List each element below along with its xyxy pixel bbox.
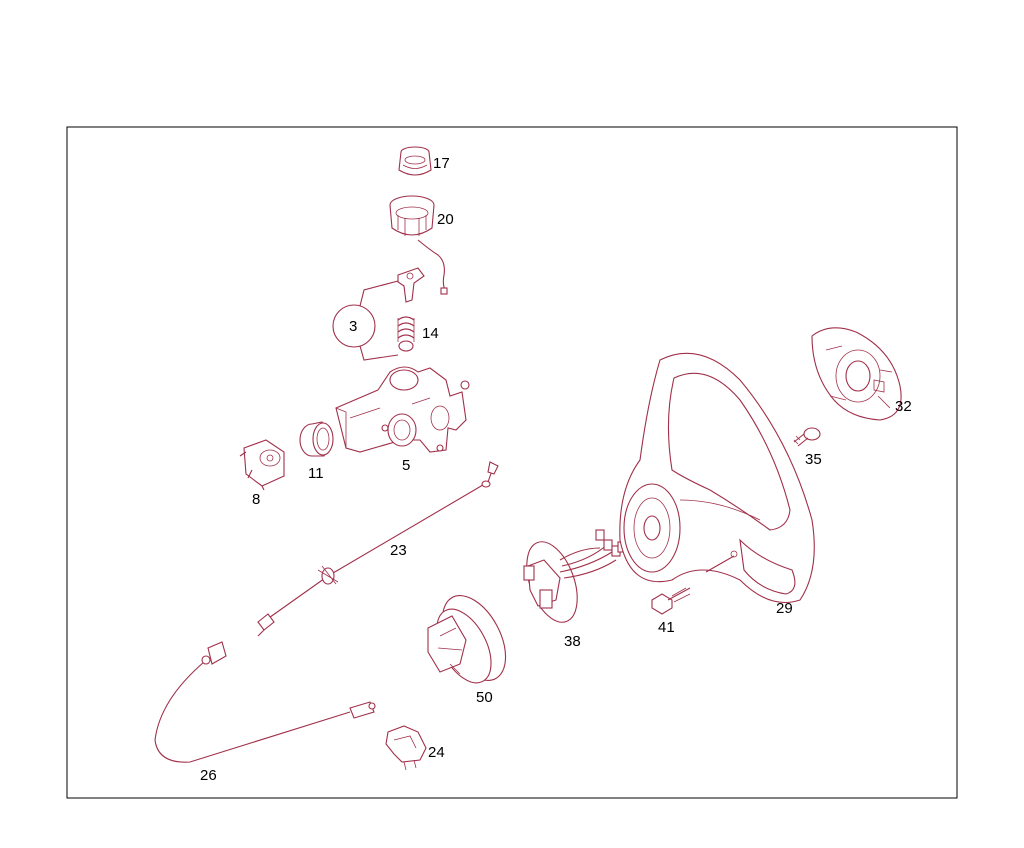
label-11: 11 [308, 465, 324, 482]
part-17-drawing [398, 146, 432, 176]
label-5: 5 [402, 457, 410, 474]
label-14: 14 [422, 325, 439, 342]
label-32: 32 [895, 398, 912, 415]
label-17: 17 [433, 155, 450, 172]
part-5-drawing [335, 366, 470, 453]
part-35-drawing [793, 427, 821, 447]
part-11-drawing [299, 421, 334, 457]
part-23-drawing [257, 461, 499, 637]
label-8: 8 [252, 491, 260, 508]
label-38: 38 [564, 633, 581, 650]
part-20-drawing [389, 195, 448, 295]
part-29-drawing [619, 352, 815, 604]
label-20: 20 [437, 211, 454, 228]
part-14-drawing [397, 316, 415, 352]
part-41-drawing [651, 587, 691, 615]
part-50-drawing [427, 595, 507, 684]
label-23: 23 [390, 542, 407, 559]
label-26: 26 [200, 767, 217, 784]
label-35: 35 [805, 451, 822, 468]
part-38-drawing [523, 529, 627, 623]
label-50: 50 [476, 689, 493, 706]
part-24-drawing [385, 725, 427, 771]
label-41: 41 [658, 619, 675, 636]
callout-circle-3: 3 [349, 318, 357, 335]
label-29: 29 [776, 600, 793, 617]
part-26-drawing [154, 641, 376, 763]
part-32-drawing [811, 327, 902, 421]
part-labels: 17 20 14 5 11 8 23 26 24 50 38 41 29 35 … [200, 155, 912, 784]
svg-text:3: 3 [349, 318, 357, 335]
diagram-frame [66, 126, 958, 799]
part-3-group-drawing [332, 267, 425, 361]
label-24: 24 [428, 744, 445, 761]
part-8-drawing [239, 439, 285, 491]
